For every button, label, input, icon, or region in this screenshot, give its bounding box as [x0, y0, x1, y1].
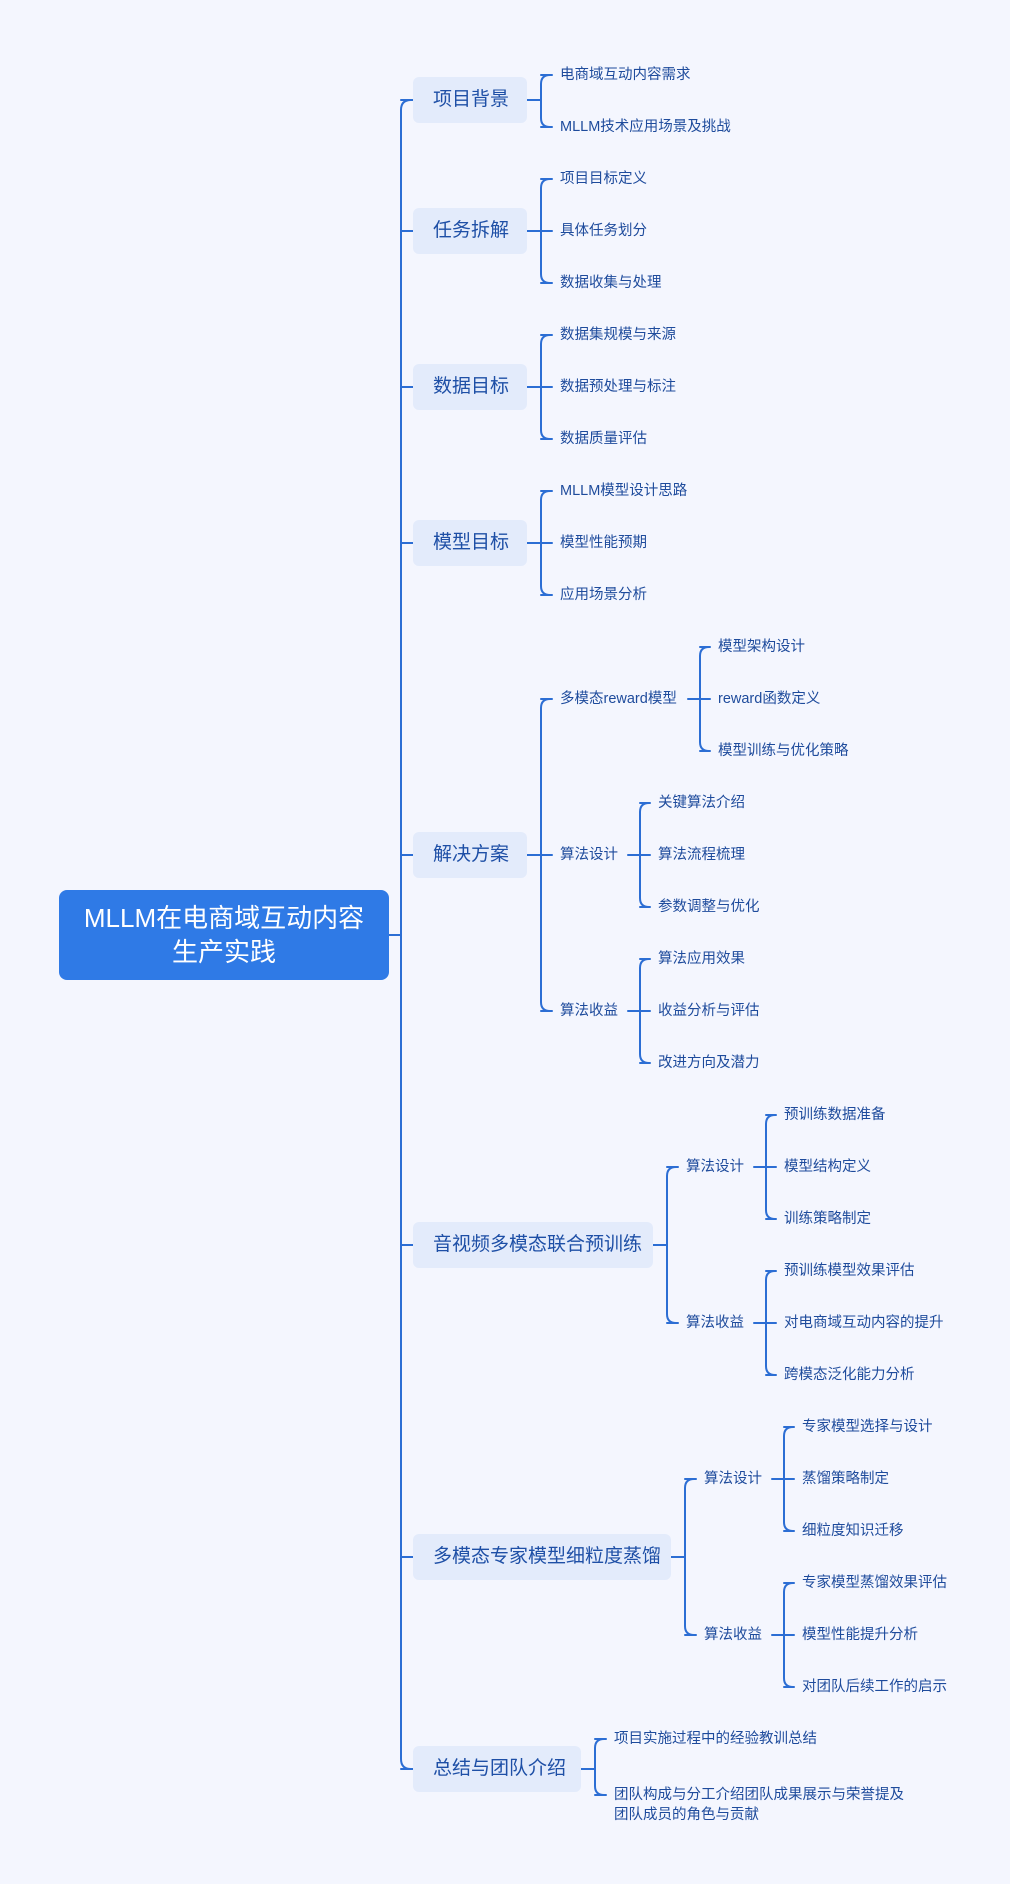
leaf-node: 模型结构定义	[784, 1159, 871, 1175]
subsection-node: 算法设计	[686, 1159, 744, 1175]
root-node: MLLM在电商域互动内容 生产实践	[59, 890, 389, 980]
leaf-node: 预训练数据准备	[784, 1107, 886, 1123]
leaf-node: 预训练模型效果评估	[784, 1263, 915, 1279]
section-node: 任务拆解	[413, 208, 527, 254]
leaf-node: 项目目标定义	[560, 171, 647, 187]
subsection-node: 算法收益	[560, 1003, 618, 1019]
leaf-node: 项目实施过程中的经验教训总结	[614, 1731, 817, 1747]
leaf-node: 数据收集与处理	[560, 275, 662, 291]
leaf-node: 模型性能提升分析	[802, 1627, 918, 1643]
leaf-node: MLLM技术应用场景及挑战	[560, 119, 731, 135]
section-node: 总结与团队介绍	[413, 1746, 581, 1792]
leaf-node: 模型性能预期	[560, 535, 647, 551]
leaf-node: 数据集规模与来源	[560, 327, 676, 343]
connector	[540, 74, 551, 128]
leaf-node: 数据预处理与标注	[560, 379, 676, 395]
leaf-node: 蒸馏策略制定	[802, 1471, 889, 1487]
subsection-node: 算法设计	[704, 1471, 762, 1487]
leaf-node: 细粒度知识迁移	[802, 1523, 904, 1539]
leaf-node: 收益分析与评估	[658, 1003, 760, 1019]
leaf-node-line-2: 团队成员的角色与贡献	[614, 1807, 759, 1823]
leaf-node: 算法应用效果	[658, 951, 745, 967]
section-node: 项目背景	[413, 77, 527, 123]
leaf-node: 模型架构设计	[718, 639, 805, 655]
subsection-node: 算法设计	[560, 847, 618, 863]
leaf-node: 训练策略制定	[784, 1211, 871, 1227]
leaf-node: 具体任务划分	[560, 223, 647, 239]
section-node: 解决方案	[413, 832, 527, 878]
subsection-node: 多模态reward模型	[560, 691, 677, 707]
leaf-node: 对团队后续工作的启示	[802, 1679, 947, 1695]
leaf-node: 改进方向及潜力	[658, 1055, 760, 1071]
connector	[684, 1478, 695, 1636]
section-node: 模型目标	[413, 520, 527, 566]
leaf-node: 电商域互动内容需求	[560, 67, 691, 83]
connector	[594, 1738, 605, 1796]
section-node: 音视频多模态联合预训练	[413, 1222, 653, 1268]
leaf-node: 数据质量评估	[560, 431, 647, 447]
section-node: 数据目标	[413, 364, 527, 410]
leaf-node: MLLM模型设计思路	[560, 483, 688, 499]
leaf-node: 跨模态泛化能力分析	[784, 1367, 915, 1383]
subsection-node: 算法收益	[686, 1315, 744, 1331]
root-title-line-1: MLLM在电商域互动内容	[83, 903, 365, 933]
connector	[666, 1166, 677, 1324]
leaf-node: 应用场景分析	[560, 587, 647, 603]
section-node: 多模态专家模型细粒度蒸馏	[413, 1534, 671, 1580]
connector	[400, 99, 412, 1770]
leaf-node: 关键算法介绍	[658, 795, 745, 811]
leaf-node: 模型训练与优化策略	[718, 743, 849, 759]
subsection-node: 算法收益	[704, 1627, 762, 1643]
leaf-node: reward函数定义	[718, 691, 821, 707]
leaf-node: 参数调整与优化	[658, 899, 760, 915]
leaf-node: 团队构成与分工介绍团队成果展示与荣誉提及	[614, 1787, 904, 1803]
leaf-node: 专家模型选择与设计	[802, 1419, 933, 1435]
leaf-node: 对电商域互动内容的提升	[784, 1315, 944, 1331]
leaf-node: 算法流程梳理	[658, 847, 745, 863]
leaf-node: 专家模型蒸馏效果评估	[802, 1575, 947, 1591]
root-title-line-2: 生产实践	[171, 937, 276, 967]
